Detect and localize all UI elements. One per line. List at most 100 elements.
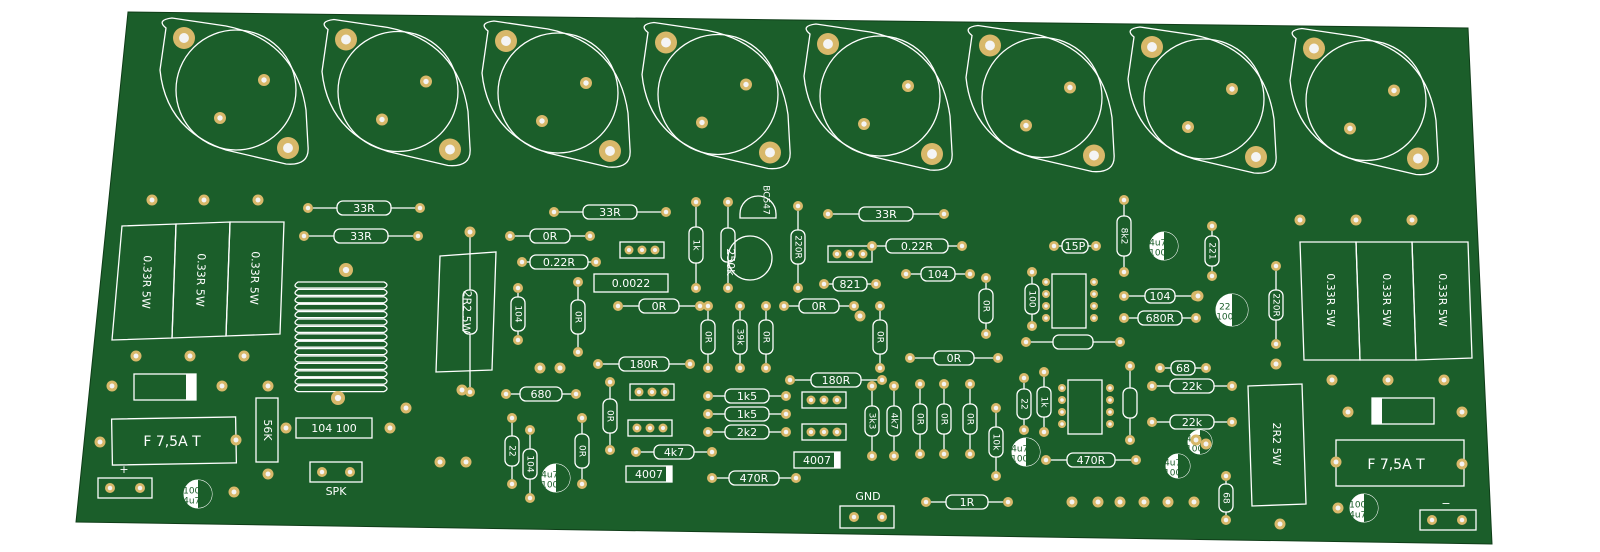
header-outline bbox=[619, 241, 665, 259]
pad-hole bbox=[283, 425, 289, 431]
pad-hole bbox=[1347, 125, 1353, 132]
pad-hole bbox=[1429, 517, 1435, 523]
pad-hole bbox=[967, 381, 973, 387]
pad-hole bbox=[834, 251, 840, 257]
pad-hole bbox=[808, 397, 814, 403]
pad-hole bbox=[1041, 369, 1047, 375]
power-connector-right bbox=[1419, 509, 1477, 531]
pad-hole bbox=[626, 247, 632, 253]
coil-winding bbox=[294, 362, 388, 371]
pad-hole bbox=[1223, 517, 1229, 523]
pad-hole bbox=[595, 361, 601, 367]
pad-hole bbox=[1043, 457, 1049, 463]
component-label: 221 bbox=[1207, 242, 1217, 259]
resistor-body bbox=[1116, 215, 1132, 257]
pad-hole bbox=[787, 377, 793, 383]
pad-hole bbox=[1092, 316, 1096, 320]
pad-hole bbox=[793, 475, 799, 481]
component-label: 39k bbox=[735, 329, 745, 346]
to3-outline bbox=[965, 24, 1115, 173]
coil-winding bbox=[294, 288, 388, 297]
pad-hole bbox=[575, 349, 581, 355]
resistor-body bbox=[864, 405, 880, 437]
pad-hole bbox=[795, 203, 801, 209]
resistor-body bbox=[688, 226, 704, 264]
cap-label: 100 bbox=[183, 487, 200, 497]
component-label: 680 bbox=[531, 388, 552, 401]
component-label: 104 bbox=[525, 455, 535, 472]
pad-hole bbox=[1353, 217, 1359, 223]
coil-winding bbox=[294, 318, 388, 326]
pad-hole bbox=[1060, 422, 1064, 426]
pad-hole bbox=[821, 429, 827, 435]
component-label: 22k bbox=[1182, 416, 1203, 429]
ic-u1-outline bbox=[1051, 273, 1087, 329]
pad-hole bbox=[537, 365, 543, 371]
resistor-body bbox=[510, 296, 526, 332]
pad-hole bbox=[941, 451, 947, 457]
pad-hole bbox=[1127, 437, 1133, 443]
component-label: 0R bbox=[573, 311, 583, 323]
pad-hole bbox=[983, 331, 989, 337]
pad-hole bbox=[1108, 422, 1112, 426]
pad-hole bbox=[607, 447, 613, 453]
trim-pot-label: 250k bbox=[724, 248, 737, 276]
coil-winding bbox=[294, 377, 388, 385]
pad-hole bbox=[763, 303, 769, 309]
pad-hole bbox=[1021, 375, 1027, 381]
pad-hole bbox=[879, 377, 885, 383]
pad-hole bbox=[808, 429, 814, 435]
trim-pot-outline bbox=[727, 235, 773, 281]
to3-body-ring bbox=[657, 33, 779, 156]
pad-hole bbox=[575, 279, 581, 285]
to3-outline bbox=[321, 18, 471, 167]
pad-hole bbox=[379, 116, 385, 123]
component-label: 104 bbox=[513, 305, 523, 322]
to3-footprint bbox=[965, 24, 1115, 173]
component-label: 220R bbox=[793, 235, 803, 258]
pad-hole bbox=[725, 199, 731, 205]
res-label: 0.33R 5W bbox=[1380, 273, 1393, 327]
component-label: 22k bbox=[1182, 380, 1203, 393]
pad-hole bbox=[1141, 499, 1147, 505]
pad-hole bbox=[907, 355, 913, 361]
ic-u2-outline bbox=[1067, 379, 1103, 435]
component-label: 0R bbox=[915, 413, 925, 425]
left-resistor-block: 0.33R 5W 0.33R 5W 0.33R 5W bbox=[111, 221, 285, 341]
pad-hole bbox=[783, 429, 789, 435]
coil-winding bbox=[294, 281, 388, 289]
cap-polarity-band bbox=[198, 480, 212, 508]
pad-hole bbox=[825, 211, 831, 217]
pad-hole bbox=[342, 266, 350, 274]
component-label: 0R bbox=[812, 300, 827, 313]
pad-hole bbox=[515, 285, 521, 291]
pad-hole bbox=[917, 451, 923, 457]
pad-hole bbox=[1195, 293, 1201, 299]
pad-hole bbox=[1157, 365, 1163, 371]
pad-hole bbox=[879, 514, 885, 520]
pad-hole bbox=[1127, 363, 1133, 369]
to3-footprint bbox=[481, 20, 631, 168]
pad-hole bbox=[1092, 292, 1096, 296]
resistor-body bbox=[724, 424, 770, 440]
cap-polarity-band bbox=[1364, 494, 1378, 522]
spk-connector-outline bbox=[309, 461, 363, 483]
to3-body-ring bbox=[819, 35, 941, 157]
pad-hole bbox=[527, 495, 533, 501]
pad-hole bbox=[1023, 122, 1029, 129]
resistor-body bbox=[732, 319, 748, 355]
component-label: 4k7 bbox=[889, 413, 899, 430]
gnd-label: GND bbox=[855, 490, 880, 503]
pad-hole bbox=[941, 211, 947, 217]
diode-band bbox=[666, 466, 672, 482]
resistor-body bbox=[1052, 334, 1094, 350]
to3-outline bbox=[481, 20, 631, 168]
pad-hole bbox=[255, 197, 261, 203]
res-label: 2R2 5W bbox=[1270, 422, 1283, 465]
resistor-body bbox=[1066, 452, 1116, 468]
pad-hole bbox=[1060, 386, 1064, 390]
pad-hole bbox=[1044, 292, 1048, 296]
to3-body-ring bbox=[337, 30, 459, 153]
component-label: 10k bbox=[991, 434, 1001, 451]
cap-label: 4u7 bbox=[1011, 445, 1028, 455]
